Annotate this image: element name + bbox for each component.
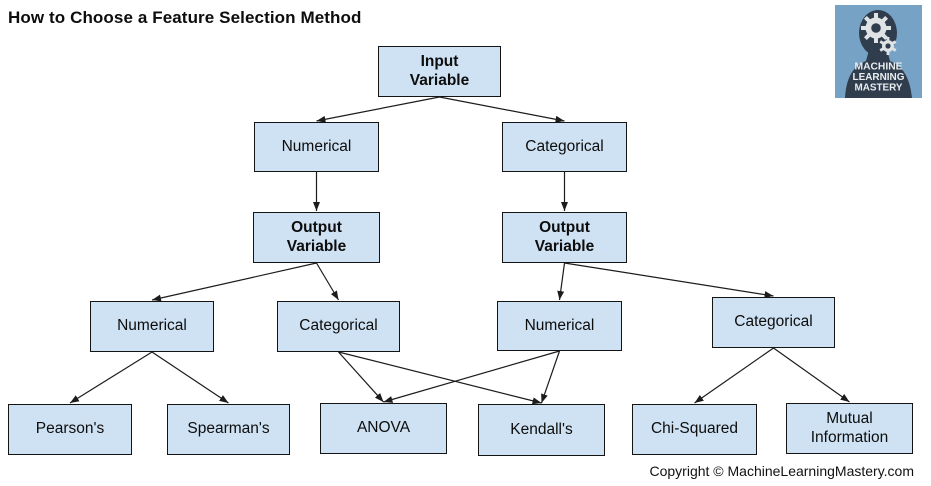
- flow-node-input: Input Variable: [378, 46, 501, 97]
- logo-text-line2: LEARNING: [853, 71, 905, 83]
- logo-text-line1: MACHINE: [855, 61, 903, 73]
- edge-numR-to-anova: [383, 350, 560, 403]
- flow-node-outR: Output Variable: [502, 212, 627, 263]
- edge-numR-to-kendall: [540, 350, 561, 404]
- mlm-logo: MACHINE LEARNING MASTERY: [835, 5, 922, 98]
- small-gear-icon: [879, 37, 897, 55]
- flow-node-pearson: Pearson's: [8, 404, 132, 455]
- gear-icon: [861, 13, 891, 43]
- logo-text-line3: MASTERY: [855, 82, 903, 94]
- edge-input-to-num1: [316, 96, 440, 123]
- mlm-logo-graphic: MACHINE LEARNING MASTERY: [835, 5, 922, 98]
- flow-node-mutinfo: Mutual Information: [786, 403, 913, 454]
- flow-node-anova: ANOVA: [320, 403, 447, 454]
- edge-catR-to-chisq: [694, 347, 774, 404]
- flow-node-catL: Categorical: [277, 301, 400, 352]
- edge-outL-to-catL: [315, 262, 340, 301]
- edge-numL-to-pearson: [69, 351, 153, 404]
- edge-input-to-cat1: [439, 96, 565, 123]
- flow-node-catR: Categorical: [712, 297, 835, 348]
- edge-outR-to-numR: [557, 262, 566, 301]
- copyright-text: Copyright © MachineLearningMastery.com: [649, 463, 914, 479]
- edge-catL-to-anova: [338, 351, 384, 403]
- flow-node-spearman: Spearman's: [167, 404, 290, 455]
- edge-outL-to-numL: [151, 262, 317, 302]
- edge-outR-to-catR: [564, 262, 774, 299]
- flow-node-kendall: Kendall's: [478, 404, 605, 456]
- flow-node-chisq: Chi-Squared: [632, 404, 757, 455]
- page-title: How to Choose a Feature Selection Method: [8, 8, 362, 27]
- edge-catR-to-mutinfo: [773, 347, 850, 403]
- edge-catL-to-kendall: [338, 351, 542, 405]
- flow-node-cat1: Categorical: [502, 122, 627, 172]
- flow-node-num1: Numerical: [254, 122, 379, 172]
- flow-node-numL: Numerical: [90, 301, 214, 352]
- edge-numL-to-spearman: [151, 351, 229, 404]
- flow-node-outL: Output Variable: [253, 212, 380, 263]
- flow-node-numR: Numerical: [497, 301, 622, 351]
